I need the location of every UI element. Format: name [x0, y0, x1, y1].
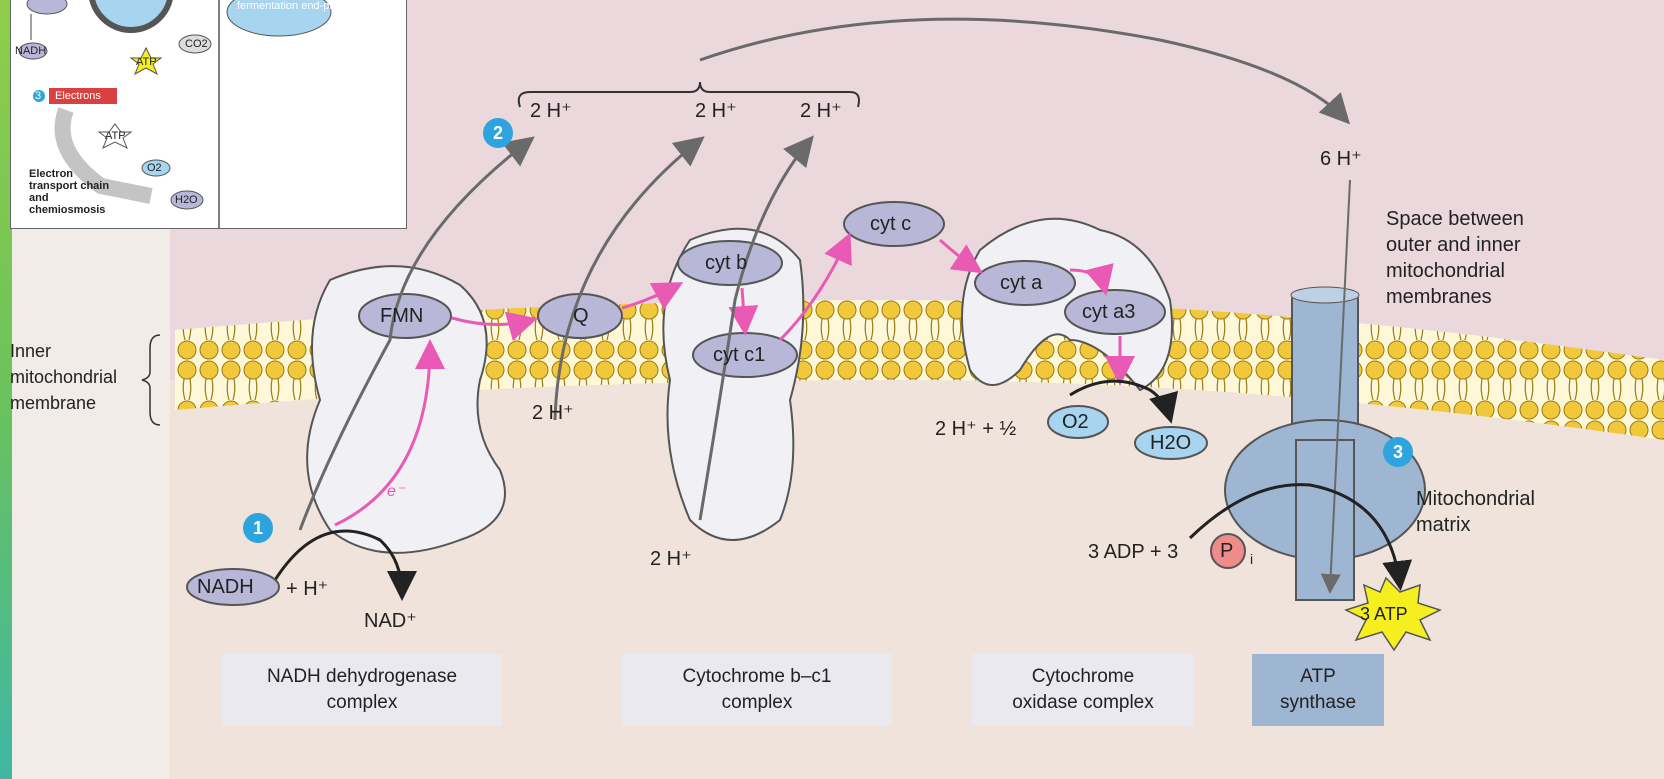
proton-label-top-3: 2 H⁺ — [800, 100, 842, 122]
oxidase-complex-label: Cytochrome oxidase complex — [972, 660, 1194, 720]
proton-label-top-2: 2 H⁺ — [695, 100, 737, 122]
proton-label-top-1: 2 H⁺ — [530, 100, 572, 122]
inner-membrane-label-3: membrane — [10, 392, 96, 414]
cyt-c1-label: cyt c1 — [713, 344, 765, 366]
atp-synthase-line-1: ATP — [1252, 664, 1384, 690]
proton-label-six: 6 H⁺ — [1320, 148, 1362, 170]
cyt-b-label: cyt b — [705, 252, 747, 274]
oxygen-equation-label: 2 H⁺ + ½ — [935, 418, 1016, 440]
oxidase-line-1: Cytochrome — [972, 664, 1194, 690]
space-label-3: mitochondrial — [1386, 260, 1505, 282]
oxidase-line-2: oxidase complex — [972, 690, 1194, 716]
h2o-label: H2O — [1150, 432, 1191, 454]
proton-label-matrix-q: 2 H⁺ — [532, 402, 574, 424]
nadh-complex-line-2: complex — [222, 690, 502, 716]
nadh-label: NADH — [197, 576, 254, 598]
nadh-complex-label: NADH dehydrogenase complex — [222, 660, 502, 720]
cyt-a3-label: cyt a3 — [1082, 301, 1135, 323]
nad-label: NAD⁺ — [364, 610, 417, 632]
space-label-4: membranes — [1386, 286, 1492, 308]
step-3-badge: 3 — [1383, 437, 1413, 467]
plus-h-label: + H⁺ — [286, 578, 328, 600]
phosphate-label: P — [1220, 540, 1233, 562]
cytbc1-line-2: complex — [622, 690, 892, 716]
space-label-1: Space between — [1386, 208, 1524, 230]
matrix-label-2: matrix — [1416, 514, 1470, 536]
inner-membrane-label-2: mitochondrial — [10, 366, 117, 388]
phosphate-subscript: i — [1250, 548, 1253, 570]
matrix-label-1: Mitochondrial — [1416, 488, 1535, 510]
fmn-label: FMN — [380, 305, 423, 327]
electron-label: e⁻ — [387, 481, 404, 503]
cytbc1-complex-label: Cytochrome b–c1 complex — [622, 660, 892, 720]
cyt-c-label: cyt c — [870, 213, 911, 235]
inner-membrane-label-1: Inner — [10, 340, 51, 362]
atp-product-label: 3 ATP — [1360, 603, 1408, 625]
atp-synthase-label: ATP synthase — [1252, 660, 1384, 720]
atp-synthase-line-2: synthase — [1252, 690, 1384, 716]
step-1-badge: 1 — [243, 513, 273, 543]
proton-label-matrix-b: 2 H⁺ — [650, 548, 692, 570]
cytbc1-line-1: Cytochrome b–c1 — [622, 664, 892, 690]
o2-label: O2 — [1062, 411, 1089, 433]
step-2-badge: 2 — [483, 118, 513, 148]
adp-label: 3 ADP + 3 — [1088, 541, 1178, 563]
nadh-complex-line-1: NADH dehydrogenase — [222, 664, 502, 690]
space-label-2: outer and inner — [1386, 234, 1521, 256]
q-label: Q — [573, 305, 589, 327]
membrane-bracket — [142, 335, 160, 425]
cyt-a-label: cyt a — [1000, 272, 1042, 294]
